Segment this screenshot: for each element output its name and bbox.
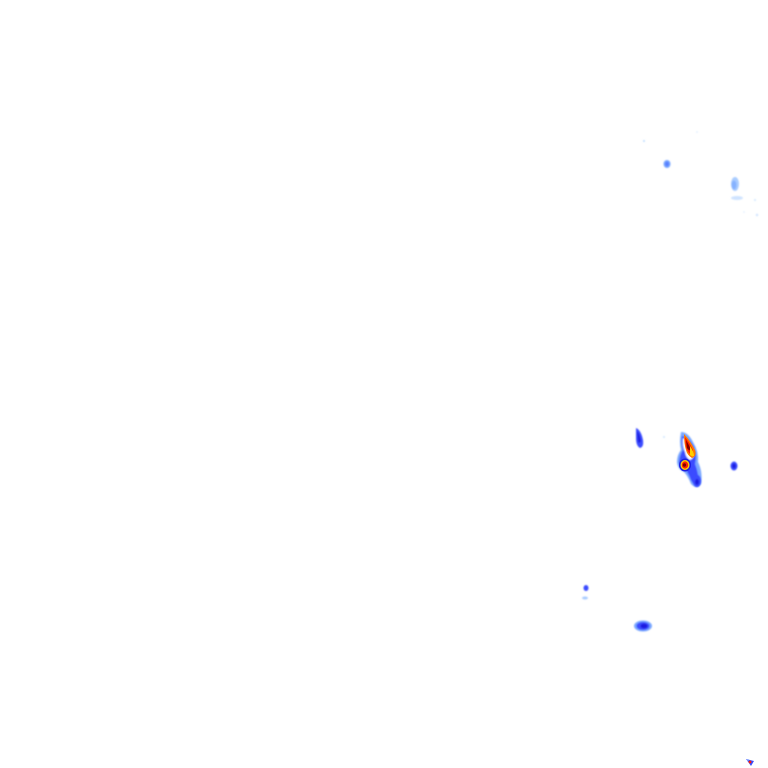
echo-cell-corner [746,759,754,766]
echo-cell-mid-right [730,461,738,471]
echo-cell-upper-1 [663,160,671,168]
echo-cell-upper-2 [731,177,759,217]
echo-speck-top [643,131,698,142]
echo-cell-mid-left [636,428,665,448]
echo-cell-lower-1 [582,585,589,600]
echo-storm-main [677,432,702,487]
echo-cell-lower-2 [634,620,652,632]
